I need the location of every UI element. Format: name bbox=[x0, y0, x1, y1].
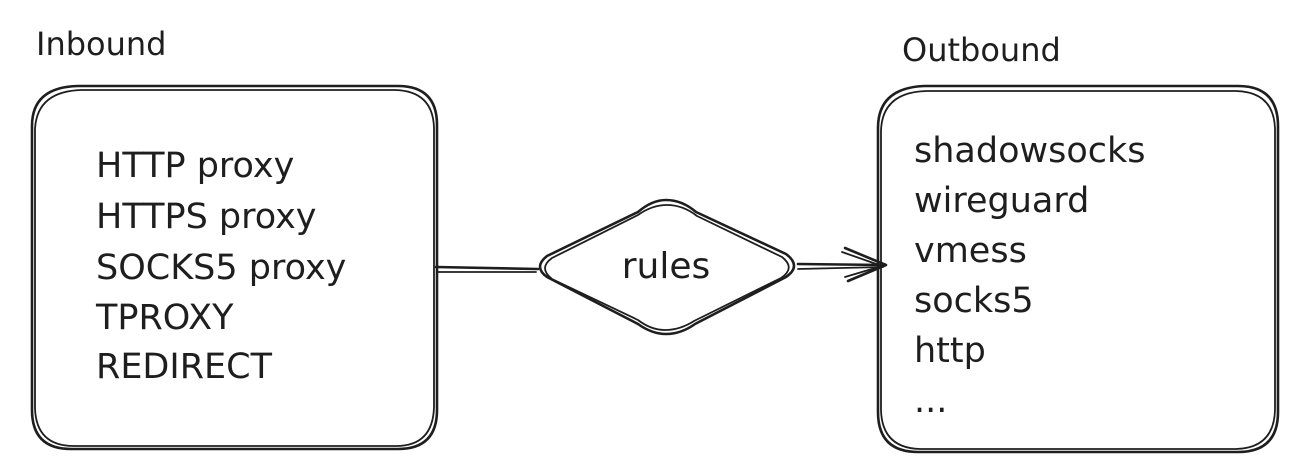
inbound-item: SOCKS5 proxy bbox=[96, 248, 346, 288]
outbound-item: shadowsocks bbox=[914, 131, 1146, 171]
outbound-item: vmess bbox=[914, 231, 1027, 271]
outbound-title: Outbound bbox=[902, 31, 1061, 69]
outbound-item: http bbox=[914, 331, 986, 371]
outbound-items: shadowsocks wireguard vmess socks5 http … bbox=[914, 131, 1146, 421]
inbound-item: HTTP proxy bbox=[96, 146, 294, 186]
rules-label: rules bbox=[622, 246, 711, 287]
inbound-box bbox=[30, 84, 439, 451]
inbound-item: HTTPS proxy bbox=[96, 197, 317, 237]
outbound-item: wireguard bbox=[914, 181, 1089, 221]
rules-diamond bbox=[538, 198, 796, 336]
outbound-item: ... bbox=[914, 381, 947, 421]
inbound-items: HTTP proxy HTTPS proxy SOCKS5 proxy TPRO… bbox=[95, 146, 346, 387]
rules-to-outbound-arrow bbox=[796, 246, 888, 283]
inbound-title: Inbound bbox=[36, 25, 166, 63]
outbound-box bbox=[876, 84, 1280, 454]
inbound-item: TPROXY bbox=[95, 298, 234, 338]
inbound-item: REDIRECT bbox=[96, 347, 273, 387]
inbound-to-rules-line bbox=[434, 265, 540, 273]
outbound-item: socks5 bbox=[914, 281, 1034, 321]
